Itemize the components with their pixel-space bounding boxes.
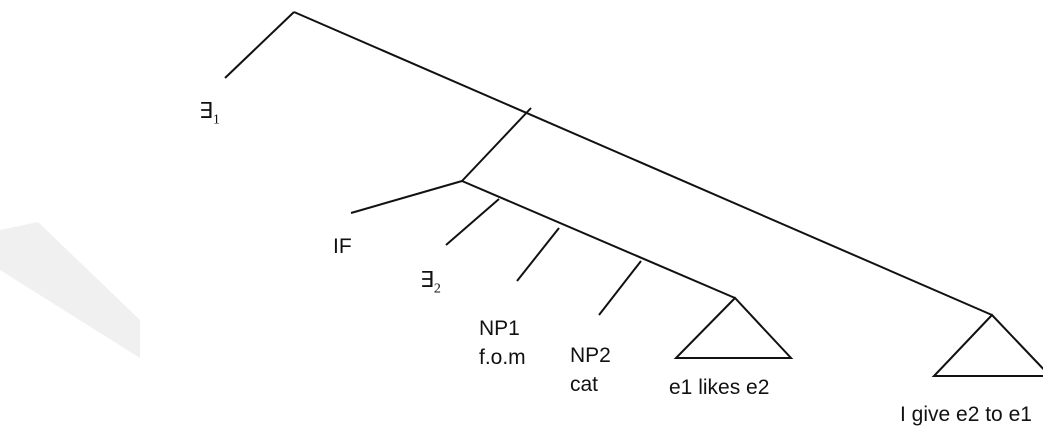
exists1-label: ∃1 (199, 98, 220, 128)
np2-value: cat (570, 373, 599, 396)
inner-spine (461, 180, 736, 299)
branch-exists2 (445, 198, 500, 246)
np2-label-group: NP2 cat (570, 341, 611, 399)
root-spine (293, 11, 993, 316)
branch-if (350, 180, 463, 214)
np2-label: NP2 (570, 344, 611, 367)
np1-label-group: NP1 f.o.m (479, 314, 526, 372)
if-node-branch (461, 107, 532, 182)
np1-value: f.o.m (479, 346, 526, 369)
outer-clause-triangle (931, 313, 1043, 377)
np1-label: NP1 (479, 317, 520, 340)
if-label: IF (333, 235, 352, 258)
exists2-label: ∃2 (420, 267, 441, 297)
inner-clause-triangle (673, 296, 794, 359)
outer-clause-label: I give e2 to e1 (900, 403, 1032, 426)
inner-clause-label: e1 likes e2 (669, 376, 770, 399)
root-branch-exists1 (224, 11, 295, 79)
branch-np2 (598, 260, 642, 316)
branch-np1 (516, 227, 560, 282)
